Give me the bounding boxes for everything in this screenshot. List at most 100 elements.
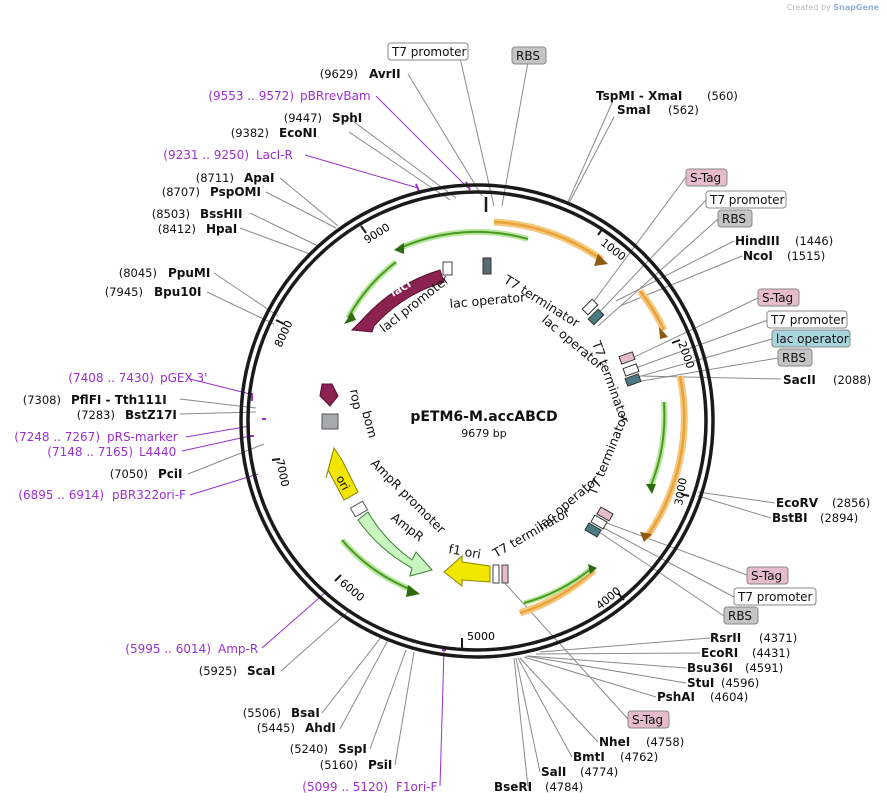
backbone-outer [239,183,715,659]
tick-label-5000: 5000 [467,630,495,643]
site-pos-pshAI: (4604) [710,690,748,704]
site-pos-hindIII: (1446) [795,234,833,248]
site-apaI: ApaI [244,171,274,185]
ampR-promoter-mark [349,500,369,518]
box-rbs-1: RBS [516,49,540,63]
site-hindIII: HindIII [735,234,780,248]
site-ecoNI: EcoNI [279,126,317,140]
site-pos-ncoI: (1515) [787,249,825,263]
primer-range-f1ori-F: (5099 .. 5120) [302,780,388,794]
site-pos-sphI: (9447) [284,111,322,125]
site-pos-bsu36I: (4591) [745,661,783,675]
orange-arc-1 [493,218,605,263]
site-ppuMI: PpuMI [168,266,210,280]
box-t7-promoter-2: T7 promoter [709,193,785,207]
primer-lacI-R: LacI-R [256,148,293,162]
site-pos-apaI: (8711) [196,171,234,185]
primer-f1ori-F: F1ori-F [396,780,437,794]
lac-operator-label-1: lac operator [449,289,527,311]
primer-range-amp-R: (5995 .. 6014) [125,642,211,656]
site-pos-tspMI: (560) [707,89,738,103]
box-lac-operator: lac operator [776,332,849,346]
tick-label-7000: 7000 [273,458,292,488]
site-pciI: PciI [158,467,183,481]
site-pspOMI: PspOMI [210,185,261,199]
site-pos-rsrII: (4371) [759,631,797,645]
rop-label: rop [347,388,365,411]
ori-arrow [325,446,359,501]
site-pos-sacII: (2088) [833,373,871,387]
plasmid-size: 9679 bp [461,427,506,440]
box-rbs-2: RBS [722,212,746,226]
box-stag-4: S-Tag [632,713,663,727]
site-stuI: StuI [687,676,714,690]
site-avrII: AvrII [369,67,401,81]
site-pos-bssHII: (8503) [152,207,190,221]
site-tspMI-xmaI: TspMI - XmaI [596,89,682,103]
credit-prefix: Created by [786,3,831,12]
site-pos-stuI: (4596) [721,676,759,690]
site-pflFI-tth111I: PflFI - Tth111I [71,393,167,407]
site-pos-psiI: (5160) [320,758,358,772]
site-bstZ17I: BstZ17I [125,408,177,422]
site-ecoRV: EcoRV [776,496,819,510]
credit-brand: SnapGene [833,3,879,12]
site-pos-salI: (4774) [580,765,618,779]
site-pos-ecoRV: (2856) [832,496,870,510]
site-pshAI: PshAI [657,690,695,704]
snapgene-credit: Created by SnapGene [787,3,879,12]
site-rsrII: RsrII [710,631,741,645]
site-pos-scaI: (5925) [199,664,237,678]
site-pos-smaI: (562) [668,103,699,117]
backbone-inner [246,190,708,652]
site-pos-bseRI: (4784) [545,780,583,794]
site-sacII: SacII [783,373,816,387]
site-bseRI: BseRI [494,780,532,794]
site-pos-ecoNI: (9382) [231,126,269,140]
restriction-sites-right: TspMI - XmaI (560) SmaI (562) HindIII (1… [494,89,871,794]
primer-L4440: L4440 [139,445,176,459]
site-pos-pspOMI: (8707) [162,185,200,199]
box-stag-3: S-Tag [751,569,782,583]
box-stag-2: S-Tag [762,291,793,305]
box-t7-promoter-1: T7 promoter [391,45,467,59]
site-hpaI: HpaI [206,222,237,236]
f1ori-arrow [443,554,491,588]
primer-range-pBR322ori-F: (6895 .. 6914) [18,488,104,502]
site-pos-hpaI: (8412) [158,222,196,236]
site-pos-bstZ17I: (7283) [77,408,115,422]
site-pos-bpu10I: (7945) [105,285,143,299]
restriction-sites-left: (9629) AvrII (9447) SphI (9382) EcoNI (8… [23,67,401,772]
primer-range-pGEX3: (7408 .. 7430) [68,371,154,385]
site-psiI: PsiI [368,758,392,772]
site-bmtI: BmtI [573,750,605,764]
primer-labels: (9553 .. 9572) pBRrevBam (9231 .. 9250) … [14,89,437,794]
site-bsu36I: Bsu36I [687,661,733,675]
site-pos-ppuMI: (8045) [119,266,157,280]
rop-arrow [319,383,339,407]
ori-label: ori [333,473,352,493]
site-pos-ahdI: (5445) [257,721,295,735]
site-pos-bstBI: (2894) [820,511,858,525]
bom-label: bom [359,409,381,440]
boxed-labels: T7 promoter RBS S-Tag T7 promoter RBS S-… [387,42,851,729]
primer-leader-lines [181,95,471,787]
site-bstBI: BstBI [772,511,808,525]
t7-terminator-label-4: T7 terminator [489,504,573,561]
site-pos-nheI: (4758) [646,735,684,749]
f1ori-label: f1 ori [447,541,482,561]
primer-range-L4440: (7148 .. 7165) [47,445,133,459]
site-ncoI: NcoI [743,249,773,263]
primer-range-pRS-marker: (7248 .. 7267) [14,430,100,444]
plasmid-name: pETM6-M.accABCD [410,409,557,425]
box-rbs-4: RBS [728,609,752,623]
site-ahdI: AhdI [305,721,336,735]
box-t7-promoter-3: T7 promoter [770,313,846,327]
site-nheI: NheI [599,735,630,749]
site-bsaI: BsaI [291,706,320,720]
site-pos-pciI: (7050) [110,467,148,481]
tick-label-9000: 9000 [362,221,393,247]
tick-label-8000: 8000 [272,318,296,349]
lacI-promoter-mark [442,261,453,276]
